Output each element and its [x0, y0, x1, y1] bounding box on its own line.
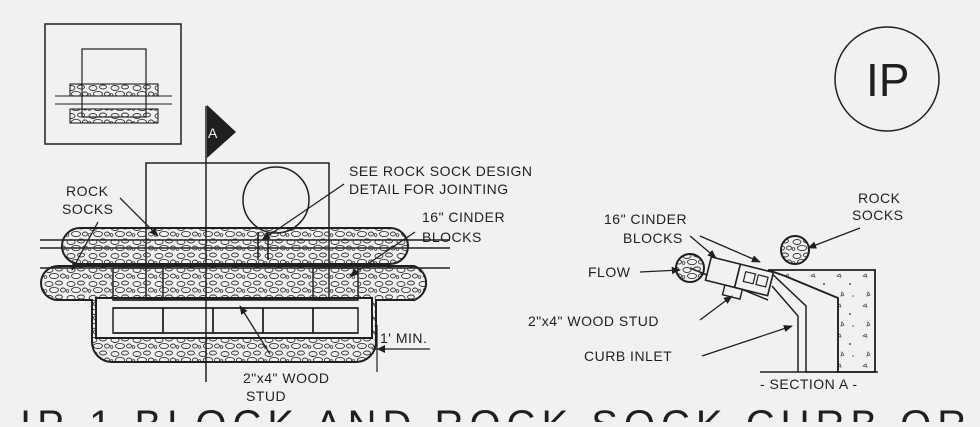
- label-see-rock-sock-1: SEE ROCK SOCK DESIGN: [349, 163, 532, 179]
- label-cinder-left-2: BLOCKS: [422, 229, 482, 245]
- label-rock-socks-right-2: SOCKS: [852, 207, 904, 223]
- label-curb-inlet: CURB INLET: [584, 348, 672, 364]
- label-stud-left-1: 2"x4" WOOD: [243, 370, 330, 386]
- ip-badge-circle: [834, 26, 940, 132]
- label-rock-socks-right-1: ROCK: [858, 190, 901, 206]
- label-flow: FLOW: [588, 264, 631, 280]
- label-stud-left-2: STUD: [246, 388, 286, 404]
- label-stud-right: 2"x4" WOOD STUD: [528, 313, 659, 329]
- label-min-dimension: 1' MIN.: [380, 330, 427, 346]
- label-see-rock-sock-2: DETAIL FOR JOINTING: [349, 181, 509, 197]
- label-cinder-right-2: BLOCKS: [623, 230, 683, 246]
- label-cinder-left-1: 16" CINDER: [422, 209, 505, 225]
- ip-badge-label: IP: [866, 54, 909, 106]
- plan-view: [40, 105, 450, 382]
- label-section-a: - SECTION A -: [760, 376, 858, 392]
- label-rock-socks-left-2: SOCKS: [62, 201, 114, 217]
- key-plan-thumbnail: [44, 23, 182, 145]
- caption-title: IP-1 BLOCK AND ROCK SOCK CURB OR: [20, 403, 972, 422]
- leader-lines: [71, 183, 861, 357]
- label-cinder-right-1: 16" CINDER: [604, 211, 687, 227]
- section-marker-letter: A: [208, 125, 218, 141]
- section-a-view: [675, 235, 878, 373]
- label-rock-socks-left-1: ROCK: [66, 183, 109, 199]
